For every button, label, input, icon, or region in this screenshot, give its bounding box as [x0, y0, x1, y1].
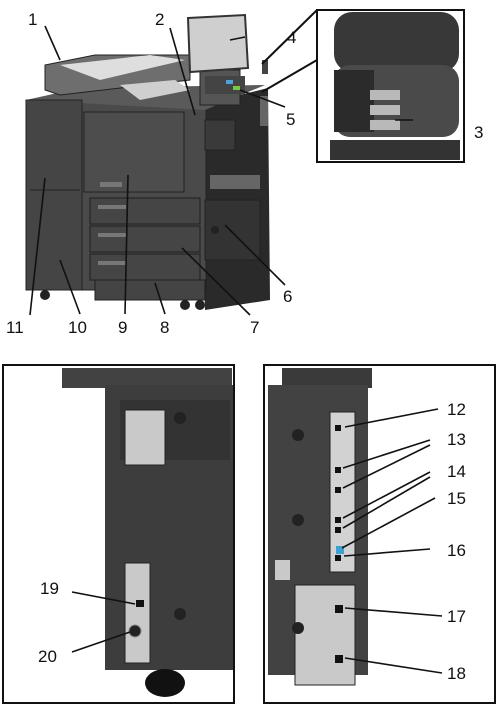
callout-8: 8: [160, 318, 169, 337]
callout-12: 12: [447, 400, 466, 419]
callout-15: 15: [447, 489, 466, 508]
bottom-right-panel: [263, 364, 496, 704]
callout-16: 16: [447, 541, 466, 560]
callout-20: 20: [38, 647, 57, 666]
inset-3-box: [316, 9, 465, 163]
callout-4: 4: [287, 28, 296, 47]
callout-6: 6: [283, 287, 292, 306]
callout-2: 2: [155, 10, 164, 29]
callout-19: 19: [40, 579, 59, 598]
callout-3: 3: [474, 123, 483, 142]
callout-7: 7: [250, 318, 259, 337]
callout-14: 14: [447, 462, 466, 481]
callout-11: 11: [6, 318, 24, 337]
callout-13: 13: [447, 430, 466, 449]
bottom-left-panel: [2, 364, 235, 704]
callout-10: 10: [68, 318, 87, 337]
leader-lines: [29, 25, 443, 674]
copier-machine: [25, 13, 270, 310]
callout-9: 9: [118, 318, 127, 337]
callout-18: 18: [447, 664, 466, 683]
callout-17: 17: [447, 607, 466, 626]
callout-labels: 1 2 3 4 5 6 7 8 9 10 11 12 13 14 15 16 1…: [6, 10, 483, 683]
callout-1: 1: [28, 10, 37, 29]
callout-5: 5: [286, 110, 295, 129]
